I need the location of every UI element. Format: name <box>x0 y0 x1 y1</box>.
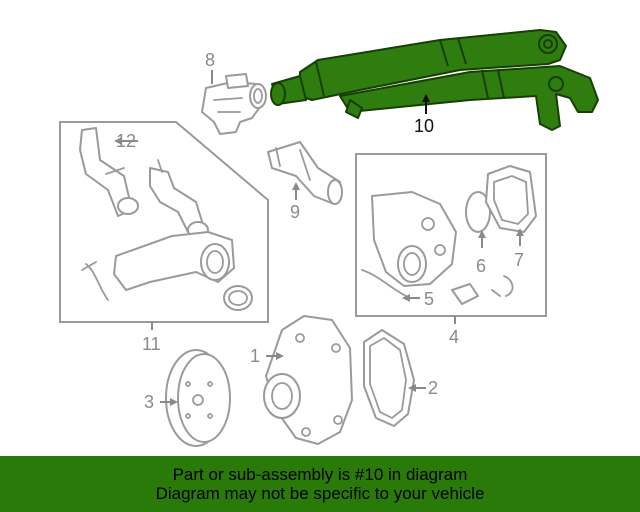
callout-7: 7 <box>514 250 524 270</box>
callout-8: 8 <box>205 50 215 70</box>
callout-5: 5 <box>424 289 434 309</box>
part-9-hose[interactable] <box>267 141 343 205</box>
callout-2: 2 <box>428 378 438 398</box>
callout-6: 6 <box>476 256 486 276</box>
part-12-outlet-pipe[interactable] <box>79 127 209 239</box>
part-1-water-pump[interactable] <box>263 315 353 445</box>
part-8-thermostat-housing[interactable] <box>201 73 267 135</box>
part-10-coolant-pipe[interactable] <box>270 29 599 131</box>
callout-4: 4 <box>449 327 459 347</box>
banner-line-disclaimer: Diagram may not be specific to your vehi… <box>155 484 485 503</box>
part-4-water-pump-housing[interactable] <box>361 191 514 305</box>
callout-12: 12 <box>116 131 136 151</box>
group-11-frame <box>59 121 269 323</box>
info-banner: Part or sub-assembly is #10 in diagram D… <box>0 456 640 512</box>
callout-3: 3 <box>144 392 154 412</box>
group-4-frame <box>355 153 547 317</box>
parts-diagram: 10 8 9 12 11 <box>59 29 599 447</box>
callout-10: 10 <box>414 116 434 136</box>
callout-9: 9 <box>290 202 300 222</box>
callout-11: 11 <box>142 334 161 354</box>
part-7-cover[interactable] <box>485 165 537 233</box>
part-6-gasket[interactable] <box>465 191 491 233</box>
banner-line-part: Part or sub-assembly is #10 in diagram <box>172 465 468 484</box>
callout-1: 1 <box>250 346 260 366</box>
part-3-pulley[interactable] <box>165 349 231 447</box>
part-2-gasket[interactable] <box>363 329 415 427</box>
part-11-coolant-pipe-assembly[interactable] <box>81 231 253 311</box>
